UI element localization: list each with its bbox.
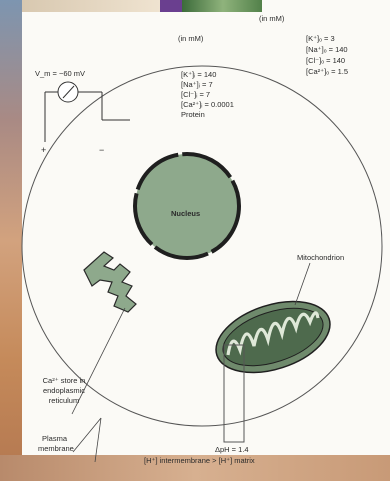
voltmeter-minus: − [99,146,104,155]
voltmeter [45,82,130,142]
nucleus-label: Nucleus [171,209,200,218]
voltmeter-plus: + [41,146,46,155]
ph-label-line-1: ΔpH = 1.4 [215,445,249,454]
units-label-intracellular: (in mM) [178,34,203,43]
intracellular-protein: Protein [181,110,205,119]
er-label-line-1: Ca²⁺ store in [28,376,100,385]
nucleus [135,154,239,258]
ph-label-line-2: [H⁺] intermembrane > [H⁺] matrix [144,456,255,465]
mitochondrion-leader [295,263,310,305]
extracellular-potassium: [K⁺]ₒ = 3 [306,34,335,43]
extracellular-calcium: [Ca²⁺]ₒ = 1.5 [306,67,348,76]
membrane-label-line-2: membrane [38,444,74,453]
mitochondrion-label: Mitochondrion [297,253,344,262]
er-label-line-2: endoplasmic [28,386,100,395]
intracellular-sodium: [Na⁺]ᵢ = 7 [181,80,213,89]
units-label-extracellular: (in mM) [259,14,284,23]
intracellular-calcium: [Ca²⁺]ᵢ = 0.0001 [181,100,234,109]
membrane-label-line-1: Plasma [42,434,67,443]
intracellular-chloride: [Cl⁻]ᵢ = 7 [181,90,210,99]
er-label-line-3: reticulum [28,396,100,405]
intracellular-potassium: [K⁺]ᵢ = 140 [181,70,216,79]
extracellular-chloride: [Cl⁻]ₒ = 140 [306,56,345,65]
extracellular-sodium: [Na⁺]ₒ = 140 [306,45,348,54]
endoplasmic-reticulum [84,252,136,312]
mitochondrion [207,288,339,385]
membrane-potential-label: V_m = −60 mV [35,69,85,78]
